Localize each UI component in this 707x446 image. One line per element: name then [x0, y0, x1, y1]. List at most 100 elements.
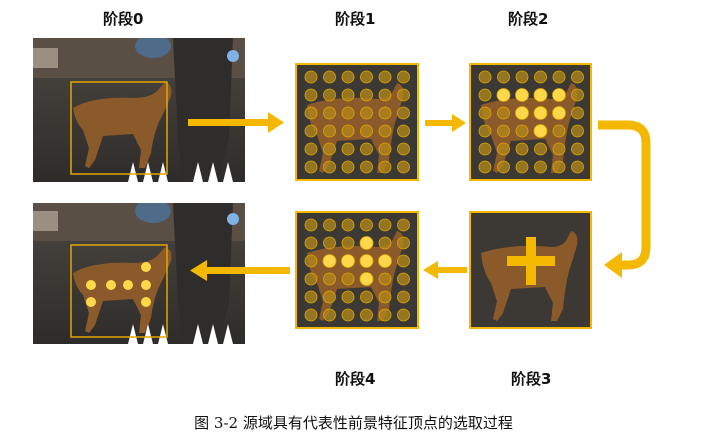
feature-vertex — [378, 272, 392, 286]
feature-vertex — [478, 124, 492, 138]
feature-vertex — [397, 218, 410, 232]
feature-vertex — [397, 142, 410, 156]
feature-vertex — [341, 272, 355, 286]
feature-vertex — [360, 218, 373, 232]
stage-1-label: 阶段1 — [335, 10, 376, 28]
feature-vertex-highlight — [359, 272, 374, 286]
feature-vertex — [378, 290, 392, 304]
feature-vertex — [552, 124, 566, 138]
feature-vertex-highlight — [378, 254, 392, 268]
feature-vertex-highlight — [552, 88, 566, 102]
feature-vertex — [552, 160, 566, 174]
feature-vertex — [360, 124, 373, 138]
feature-vertex — [304, 290, 318, 304]
feature-vertex — [571, 160, 584, 174]
feature-vertex — [397, 254, 410, 268]
feature-vertex-highlight — [533, 88, 548, 102]
feature-vertex — [323, 106, 336, 120]
feature-vertex-highlight — [533, 124, 548, 138]
stage-1-image — [295, 63, 419, 181]
feature-vertex — [497, 124, 510, 138]
stage-3-label: 阶段3 — [511, 370, 552, 388]
feature-vertex — [304, 106, 318, 120]
feature-vertex-highlight — [552, 106, 566, 120]
feature-vertex — [397, 160, 410, 174]
feature-vertex — [323, 88, 336, 102]
feature-vertex — [323, 124, 336, 138]
feature-vertex — [571, 124, 584, 138]
feature-vertex — [378, 88, 392, 102]
feature-vertex — [323, 218, 336, 232]
feature-vertex — [515, 124, 529, 138]
feature-vertex — [323, 272, 336, 286]
feature-vertex — [341, 218, 355, 232]
feature-vertex — [552, 70, 566, 84]
feature-vertex — [341, 124, 355, 138]
feature-vertex — [571, 88, 584, 102]
feature-vertex-highlight — [322, 254, 337, 268]
feature-vertex — [360, 160, 373, 174]
feature-vertex — [360, 142, 373, 156]
feature-vertex — [323, 160, 336, 174]
feature-vertex — [515, 70, 529, 84]
feature-vertex — [323, 236, 336, 250]
feature-vertex — [571, 106, 584, 120]
feature-vertex — [397, 236, 410, 250]
feature-vertex — [378, 160, 392, 174]
feature-vertex — [304, 88, 318, 102]
feature-vertex — [378, 218, 392, 232]
feature-vertex — [515, 142, 529, 156]
feature-vertex — [323, 70, 336, 84]
feature-vertex — [478, 142, 492, 156]
feature-vertex-highlight — [359, 254, 374, 268]
feature-vertex — [552, 142, 566, 156]
stage-0-image — [33, 38, 245, 182]
feature-vertex — [360, 290, 373, 304]
feature-vertex — [397, 124, 410, 138]
stage-2-label: 阶段2 — [508, 10, 549, 28]
feature-vertex — [304, 254, 318, 268]
feature-vertex — [341, 290, 355, 304]
feature-vertex-highlight — [533, 106, 548, 120]
figure-caption: 图 3-2 源域具有代表性前景特征顶点的选取过程 — [194, 414, 513, 432]
feature-vertex — [323, 308, 336, 322]
feature-vertex — [397, 308, 410, 322]
feature-vertex — [360, 70, 373, 84]
feature-vertex — [515, 160, 529, 174]
feature-vertex — [534, 142, 547, 156]
feature-vertex — [497, 70, 510, 84]
feature-vertex — [341, 308, 355, 322]
feature-vertex — [360, 308, 373, 322]
feature-vertex — [323, 290, 336, 304]
feature-vertex-highlight — [341, 254, 355, 268]
feature-vertex — [534, 160, 547, 174]
feature-vertex — [397, 106, 410, 120]
feature-vertex — [378, 142, 392, 156]
feature-vertex — [304, 218, 318, 232]
feature-vertex — [304, 142, 318, 156]
feature-vertex — [304, 236, 318, 250]
feature-vertex — [304, 160, 318, 174]
feature-vertex-highlight — [515, 88, 529, 102]
stage-4-label: 阶段4 — [335, 370, 376, 388]
stage-3-image — [469, 211, 592, 329]
feature-vertex — [497, 106, 510, 120]
feature-vertex — [323, 142, 336, 156]
feature-vertex — [397, 290, 410, 304]
feature-vertex — [378, 124, 392, 138]
feature-vertex — [304, 308, 318, 322]
feature-vertex-highlight — [359, 236, 374, 250]
stage-0-label: 阶段0 — [103, 10, 144, 28]
feature-vertex — [397, 88, 410, 102]
feature-vertex — [478, 160, 492, 174]
feature-vertex — [571, 70, 584, 84]
stage-4-image — [295, 211, 419, 329]
feature-vertex — [397, 70, 410, 84]
feature-vertex — [341, 106, 355, 120]
feature-vertex — [304, 124, 318, 138]
feature-vertex — [378, 106, 392, 120]
feature-vertex — [341, 236, 355, 250]
feature-vertex-highlight — [496, 88, 511, 102]
feature-vertex-highlight — [515, 106, 529, 120]
